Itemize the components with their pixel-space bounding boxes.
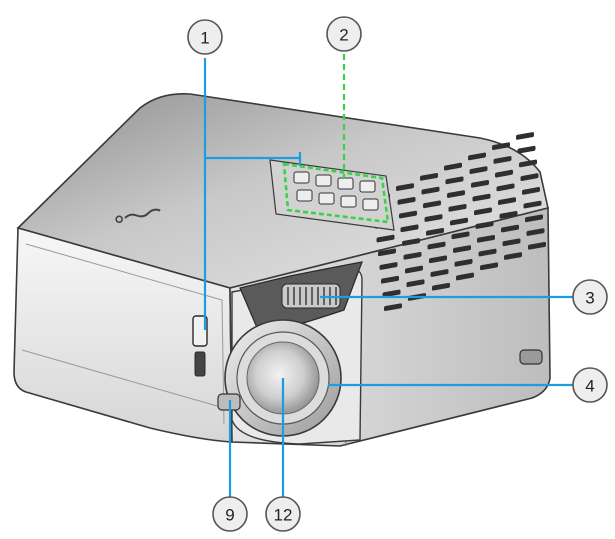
front-ir-sensor-lower	[194, 351, 206, 377]
vent-slot	[379, 262, 398, 270]
vent-slot	[480, 262, 498, 271]
vent-slot	[474, 207, 492, 216]
callout-lines	[203, 54, 580, 498]
vent-slot	[430, 269, 449, 277]
vent-slot	[429, 255, 447, 264]
vent-slot	[447, 190, 465, 198]
vent-slot	[397, 196, 416, 205]
vent-slot	[502, 238, 521, 247]
vent-slot	[406, 279, 425, 288]
vent-slot	[499, 210, 518, 219]
callout-12: 12	[265, 496, 301, 532]
vent-slot	[454, 258, 473, 267]
vent-slot	[399, 210, 417, 219]
zoom-focus-dial	[281, 283, 341, 309]
vent-slot	[420, 173, 438, 181]
vent-slot	[424, 214, 443, 222]
vent-slot	[378, 248, 396, 257]
callout-1-label: 1	[200, 29, 209, 48]
vent-slot	[472, 193, 491, 202]
callout-2: 2	[326, 16, 362, 52]
vent-slot	[376, 234, 395, 243]
vent-slot	[456, 272, 474, 281]
vent-slot	[498, 197, 516, 205]
vent-slot	[381, 275, 399, 284]
vent-slot	[504, 252, 522, 260]
keypad-buttons	[293, 171, 379, 211]
vent-slot	[475, 221, 494, 229]
vent-slot	[496, 183, 515, 192]
vent-slot	[517, 145, 536, 154]
vent-slot	[450, 217, 468, 226]
vent-slot	[493, 156, 512, 164]
vent-slot	[402, 238, 420, 246]
callout-4-label: 4	[585, 377, 594, 396]
keypad-button	[318, 192, 335, 205]
vent-slot	[522, 187, 540, 195]
vent-slot	[384, 303, 402, 312]
vent-slot	[528, 241, 546, 250]
vent-slot	[427, 241, 446, 250]
keypad-button	[293, 171, 310, 184]
callout-9-label: 9	[225, 506, 234, 525]
vent-slot	[526, 228, 545, 236]
vent-slot	[432, 282, 450, 291]
callout-3-label: 3	[585, 289, 594, 308]
vent-slot	[523, 200, 542, 209]
keypad-button	[315, 174, 332, 187]
vent-slot	[403, 251, 422, 260]
keypad-button	[337, 177, 354, 190]
vent-slot	[423, 200, 441, 209]
keypad-button	[340, 195, 357, 208]
vent-slot	[426, 227, 444, 236]
vent-slot	[501, 224, 519, 233]
vent-slot	[396, 183, 414, 191]
callout-1: 1	[187, 19, 223, 55]
front-panel-groove	[21, 243, 225, 425]
projector-front-face	[13, 226, 233, 443]
keypad-button	[362, 198, 379, 211]
keypad-button	[359, 180, 376, 193]
callout-9: 9	[212, 496, 248, 532]
brand-logo	[115, 208, 161, 224]
vent-slot	[400, 224, 419, 233]
vent-slot	[468, 152, 486, 161]
vent-slot	[382, 289, 401, 298]
vent-slot	[477, 234, 495, 243]
keypad-button	[296, 189, 313, 202]
vent-slot	[421, 186, 440, 195]
vent-slot	[448, 203, 467, 212]
vent-slot	[495, 169, 513, 178]
callout-12-label: 12	[274, 506, 293, 525]
vent-slot	[451, 231, 470, 240]
vent-slot	[520, 173, 539, 181]
vent-slot	[444, 162, 462, 171]
vent-slot	[445, 176, 464, 185]
vent-slot	[516, 132, 534, 140]
vent-slot	[525, 214, 543, 223]
callout-4: 4	[572, 367, 608, 403]
rear-foot	[519, 349, 543, 365]
callout-3: 3	[572, 279, 608, 315]
vent-slot	[469, 166, 488, 174]
front-ir-sensor	[192, 315, 208, 347]
vent-slot	[478, 248, 497, 257]
vent-slot	[492, 142, 510, 151]
keypad-highlight	[282, 162, 390, 224]
vent-slot	[519, 159, 537, 168]
vent-slot	[405, 265, 423, 274]
vent-slot	[471, 180, 489, 188]
keypad-panel	[269, 159, 395, 231]
projector-body	[13, 92, 551, 447]
vent-slot	[453, 245, 471, 253]
callout-2-label: 2	[339, 26, 348, 45]
